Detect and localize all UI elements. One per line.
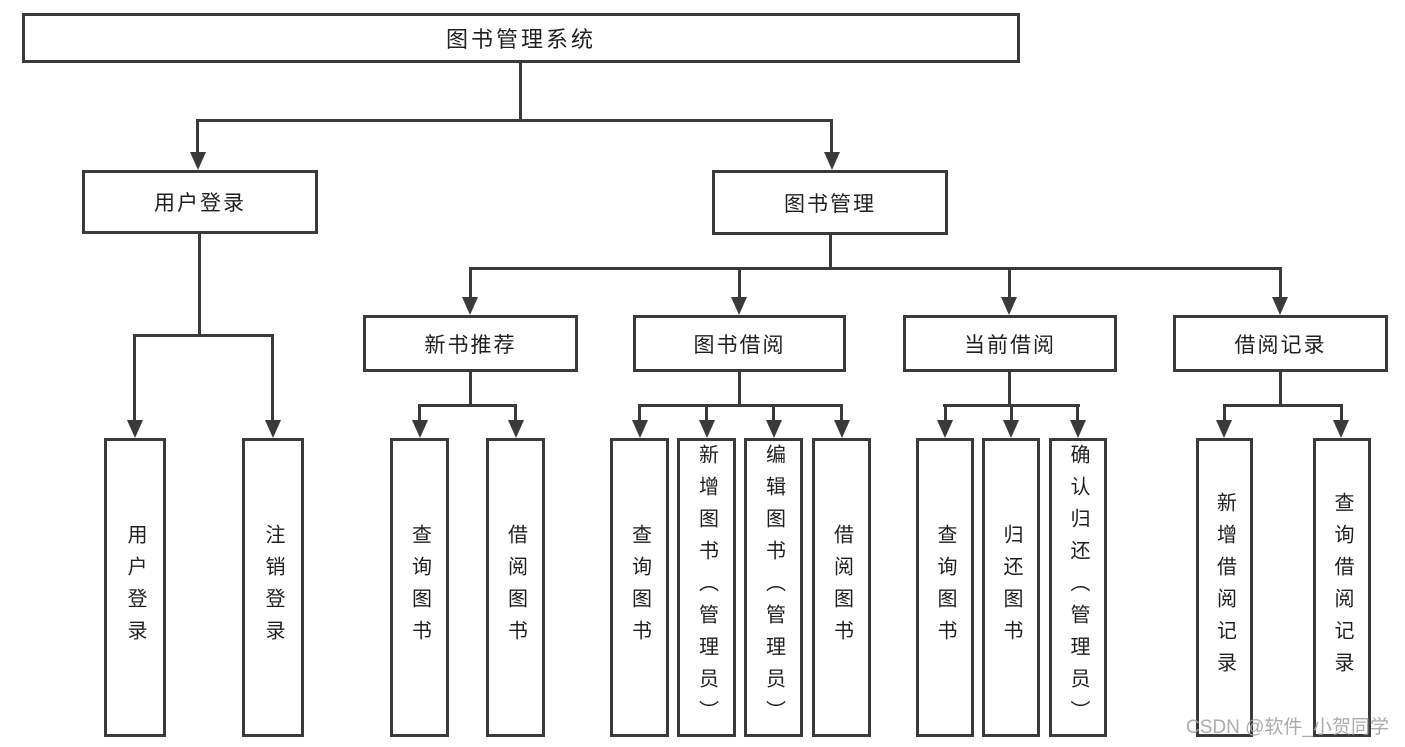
arrow-down-icon xyxy=(937,420,953,438)
connector-line xyxy=(469,267,1282,270)
connector-line xyxy=(638,404,641,421)
connector-line xyxy=(738,267,741,298)
arrow-down-icon xyxy=(265,420,281,438)
node-root: 图书管理系统 xyxy=(22,13,1020,63)
leaf-add-book-admin-label: 新增图书（管理员） xyxy=(695,443,718,732)
leaf-query-books-current-label: 查询图书 xyxy=(934,523,956,652)
arrow-down-icon xyxy=(462,297,478,315)
node-book-borrow-label: 图书借阅 xyxy=(693,333,786,357)
leaf-query-books-borrow-label: 查询图书 xyxy=(628,523,651,652)
node-book-management: 图书管理 xyxy=(712,170,948,235)
leaf-query-borrow-record: 查询借阅记录 xyxy=(1313,438,1371,737)
connector-line xyxy=(1340,404,1343,421)
connector-line xyxy=(1279,372,1282,407)
leaf-add-book-admin: 新增图书（管理员） xyxy=(677,438,736,737)
leaf-query-books-recommend-label: 查询图书 xyxy=(408,523,431,652)
connector-line xyxy=(133,334,274,337)
arrow-down-icon xyxy=(632,420,648,438)
connector-line xyxy=(1008,267,1011,298)
leaf-add-borrow-record: 新增借阅记录 xyxy=(1196,438,1253,737)
connector-line xyxy=(196,119,199,153)
leaf-add-borrow-record-label: 新增借阅记录 xyxy=(1213,491,1236,684)
connector-line xyxy=(1223,404,1226,421)
arrow-down-icon xyxy=(1272,297,1288,315)
connector-line xyxy=(840,404,843,421)
arrow-down-icon xyxy=(1070,420,1086,438)
leaf-borrow-books-recommend-label: 借阅图书 xyxy=(504,523,527,652)
node-root-label: 图书管理系统 xyxy=(445,27,596,52)
arrow-down-icon xyxy=(1333,420,1349,438)
node-new-book-recommend: 新书推荐 xyxy=(363,315,578,372)
connector-line xyxy=(830,119,833,153)
connector-line xyxy=(133,334,136,421)
connector-line xyxy=(469,372,472,407)
connector-line xyxy=(772,404,775,421)
connector-line xyxy=(638,404,843,407)
leaf-borrow-books-recommend: 借阅图书 xyxy=(486,438,545,737)
connector-line xyxy=(271,334,274,421)
node-borrow-records: 借阅记录 xyxy=(1173,315,1388,372)
arrow-down-icon xyxy=(190,152,206,170)
leaf-edit-book-admin: 编辑图书（管理员） xyxy=(744,438,803,737)
node-book-borrow: 图书借阅 xyxy=(633,315,846,372)
leaf-logout-label: 注销登录 xyxy=(262,523,284,652)
connector-line xyxy=(514,404,517,421)
node-current-borrow-label: 当前借阅 xyxy=(964,333,1056,357)
arrow-down-icon xyxy=(508,420,524,438)
leaf-borrow-books: 借阅图书 xyxy=(812,438,871,737)
connector-line xyxy=(1076,404,1079,421)
arrow-down-icon xyxy=(824,152,840,170)
arrow-down-icon xyxy=(731,297,747,315)
leaf-return-book: 归还图书 xyxy=(982,438,1040,737)
leaf-query-books-recommend: 查询图书 xyxy=(390,438,449,737)
arrow-down-icon xyxy=(1003,420,1019,438)
node-borrow-records-label: 借阅记录 xyxy=(1234,333,1327,357)
node-user-login: 用户登录 xyxy=(82,170,318,234)
leaf-query-books-current: 查询图书 xyxy=(916,438,974,737)
connector-line xyxy=(198,234,201,337)
connector-line xyxy=(1008,372,1011,407)
connector-line xyxy=(944,404,947,421)
arrow-down-icon xyxy=(699,420,715,438)
leaf-return-book-label: 归还图书 xyxy=(1000,523,1022,652)
leaf-borrow-books-label: 借阅图书 xyxy=(830,523,853,652)
arrow-down-icon xyxy=(127,420,143,438)
leaf-logout: 注销登录 xyxy=(242,438,304,737)
arrow-down-icon xyxy=(412,420,428,438)
node-book-management-label: 图书管理 xyxy=(784,192,876,216)
arrow-down-icon xyxy=(834,420,850,438)
connector-line xyxy=(738,372,741,407)
leaf-query-books-borrow: 查询图书 xyxy=(610,438,669,737)
connector-line xyxy=(705,404,708,421)
leaf-query-borrow-record-label: 查询借阅记录 xyxy=(1331,491,1353,684)
connector-line xyxy=(1223,404,1343,407)
connector-line xyxy=(1279,267,1282,298)
leaf-user-login: 用户登录 xyxy=(104,438,166,737)
node-user-login-label: 用户登录 xyxy=(154,192,246,215)
connector-line xyxy=(519,63,522,122)
arrow-down-icon xyxy=(766,420,782,438)
watermark: CSDN @软件_小贺同学 xyxy=(1186,717,1389,738)
arrow-down-icon xyxy=(1001,297,1017,315)
arrow-down-icon xyxy=(1216,420,1232,438)
connector-line xyxy=(418,404,517,407)
leaf-confirm-return-admin-label: 确认归还（管理员） xyxy=(1067,443,1089,732)
connector-line xyxy=(469,267,472,298)
connector-line xyxy=(1010,404,1013,421)
connector-line xyxy=(418,404,421,421)
connector-line xyxy=(829,235,832,270)
leaf-edit-book-admin-label: 编辑图书（管理员） xyxy=(762,443,785,732)
leaf-user-login-label: 用户登录 xyxy=(124,523,146,652)
node-current-borrow: 当前借阅 xyxy=(903,315,1117,372)
node-new-book-recommend-label: 新书推荐 xyxy=(424,333,517,357)
connector-line xyxy=(196,119,833,122)
leaf-confirm-return-admin: 确认归还（管理员） xyxy=(1049,438,1107,737)
